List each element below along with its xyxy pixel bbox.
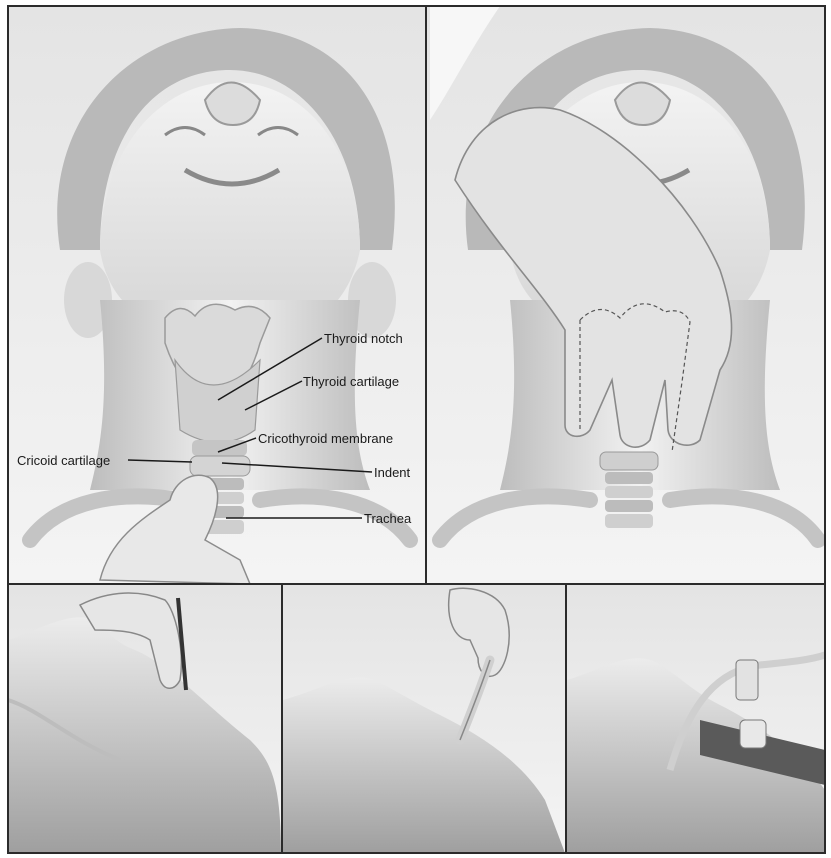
label-thyroid-cartilage: Thyroid cartilage: [303, 374, 399, 389]
label-thyroid-notch: Thyroid notch: [324, 331, 403, 346]
label-indent: Indent: [374, 465, 411, 480]
panel-incision: [8, 585, 281, 853]
cricothyroid-membrane-shape: [192, 440, 247, 456]
label-cricothyroid-membrane: Cricothyroid membrane: [258, 431, 393, 446]
panel-hand-stabilizing-larynx: [427, 6, 825, 584]
label-cricoid-cartilage: Cricoid cartilage: [17, 453, 110, 468]
panel-tube-in-place: [567, 585, 825, 853]
panel-tube-insertion: [283, 585, 565, 853]
panel-neck-anatomy: Thyroid notch Thyroid cartilage Cricothy…: [8, 6, 426, 584]
label-trachea: Trachea: [364, 511, 412, 526]
tracheostomy-tube-shape: [736, 660, 758, 700]
trachea-shape-2: [600, 452, 658, 528]
cricoid-shape: [190, 456, 250, 476]
